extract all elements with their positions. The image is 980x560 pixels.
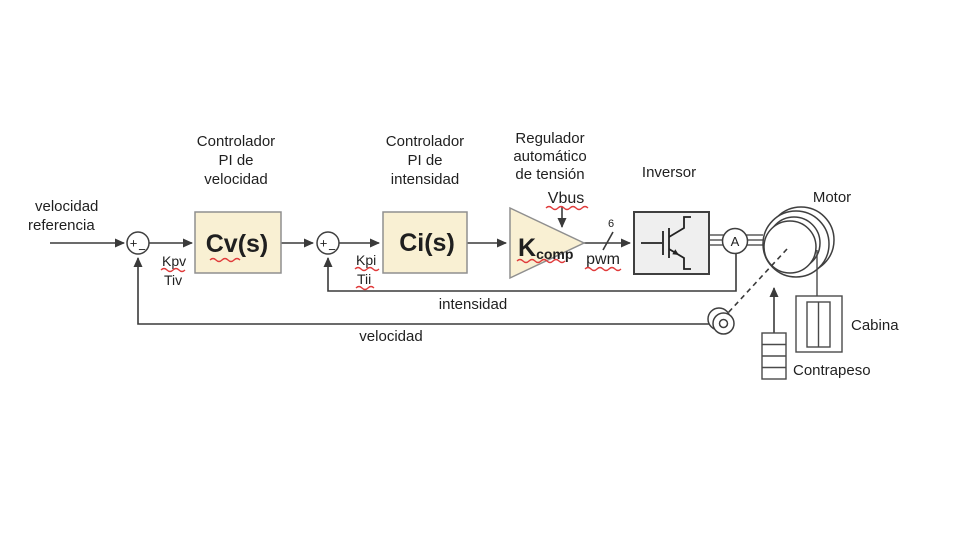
kpv-squiggle <box>160 267 186 273</box>
current-controller-block: Ci(s) <box>382 211 468 274</box>
speed-feedback-line <box>133 257 714 325</box>
bus-width-slash <box>602 231 614 251</box>
counterweight-icon <box>761 332 787 380</box>
ammeter-label: A <box>731 234 740 249</box>
cabin-caption: Cabina <box>851 317 899 334</box>
velocity-controller-caption: Controlador PI de velocidad <box>197 133 275 188</box>
kcomp-subscript-text: comp <box>536 246 573 262</box>
reference-label-line1: velocidad <box>35 198 98 215</box>
current-feedback-line <box>323 253 737 292</box>
regulator-caption: Regulador automático de tensión <box>513 130 586 183</box>
inverter-block <box>633 211 710 275</box>
kpi-squiggle <box>354 266 380 272</box>
velocity-caption-line1: Controlador <box>197 133 275 150</box>
pwm-text: pwm <box>586 251 620 268</box>
kcomp-main-text: K <box>518 234 536 262</box>
velocity-controller-block: Cv(s) <box>194 211 282 274</box>
inverter-caption: Inversor <box>642 164 696 181</box>
current-caption-line1: Controlador <box>386 133 464 150</box>
encoder-icon <box>707 307 735 335</box>
motor-caption: Motor <box>813 189 851 206</box>
velocity-caption-line3: velocidad <box>204 171 267 188</box>
sum2-plus-sign: + <box>320 236 328 251</box>
counterweight-caption: Contrapeso <box>793 362 871 379</box>
cv-block-label: Cv(s) <box>206 230 269 258</box>
ammeter: A <box>721 227 749 255</box>
reference-label-line2: referencia <box>28 217 95 234</box>
velocity-caption-line2: PI de <box>218 152 253 169</box>
sum1-minus-sign: − <box>138 242 146 257</box>
sum1-plus-sign: + <box>130 236 138 251</box>
kcomp-squiggle <box>516 258 566 264</box>
bus-width-label: 6 <box>608 218 614 230</box>
igbt-emitter-arrow <box>672 249 679 255</box>
kpv-tiv-labels: Kpv Tiv <box>160 253 186 288</box>
pwm-label: pwm <box>584 251 622 272</box>
tiv-text: Tiv <box>164 272 182 288</box>
cabin-icon <box>795 295 843 353</box>
current-feedback-label: intensidad <box>439 296 507 313</box>
pwm-squiggle <box>584 266 622 272</box>
cv-squiggle <box>209 257 241 263</box>
summing-junction-velocity: + − <box>126 231 150 257</box>
current-caption-line3: intensidad <box>391 171 459 188</box>
regulator-caption-line3: de tensión <box>515 166 584 183</box>
regulator-caption-line2: automático <box>513 148 586 165</box>
tii-text: Tii <box>357 271 371 287</box>
kpi-text: Kpi <box>356 252 376 268</box>
motor-sheave <box>762 206 835 278</box>
sum2-minus-sign: − <box>328 242 336 257</box>
vbus-label: Vbus <box>545 190 589 211</box>
reference-label: velocidad referencia <box>28 198 98 234</box>
current-caption-line2: PI de <box>407 152 442 169</box>
voltage-regulator-gain: Kcomp <box>509 206 586 280</box>
ci-block-label: Ci(s) <box>399 229 455 257</box>
regulator-caption-line1: Regulador <box>515 130 584 147</box>
vbus-squiggle <box>545 205 589 211</box>
kcomp-label: Kcomp <box>518 234 573 262</box>
igbt-icon <box>641 216 691 270</box>
kpv-text: Kpv <box>162 253 186 269</box>
encoder-shaft-dashed-line <box>726 248 788 315</box>
speed-feedback-label: velocidad <box>359 328 422 345</box>
tii-squiggle <box>355 285 375 291</box>
kpi-tii-labels: Kpi Tii <box>354 252 380 291</box>
current-controller-caption: Controlador PI de intensidad <box>386 133 464 188</box>
summing-junction-current: + − <box>316 231 340 257</box>
vbus-text: Vbus <box>548 190 584 207</box>
